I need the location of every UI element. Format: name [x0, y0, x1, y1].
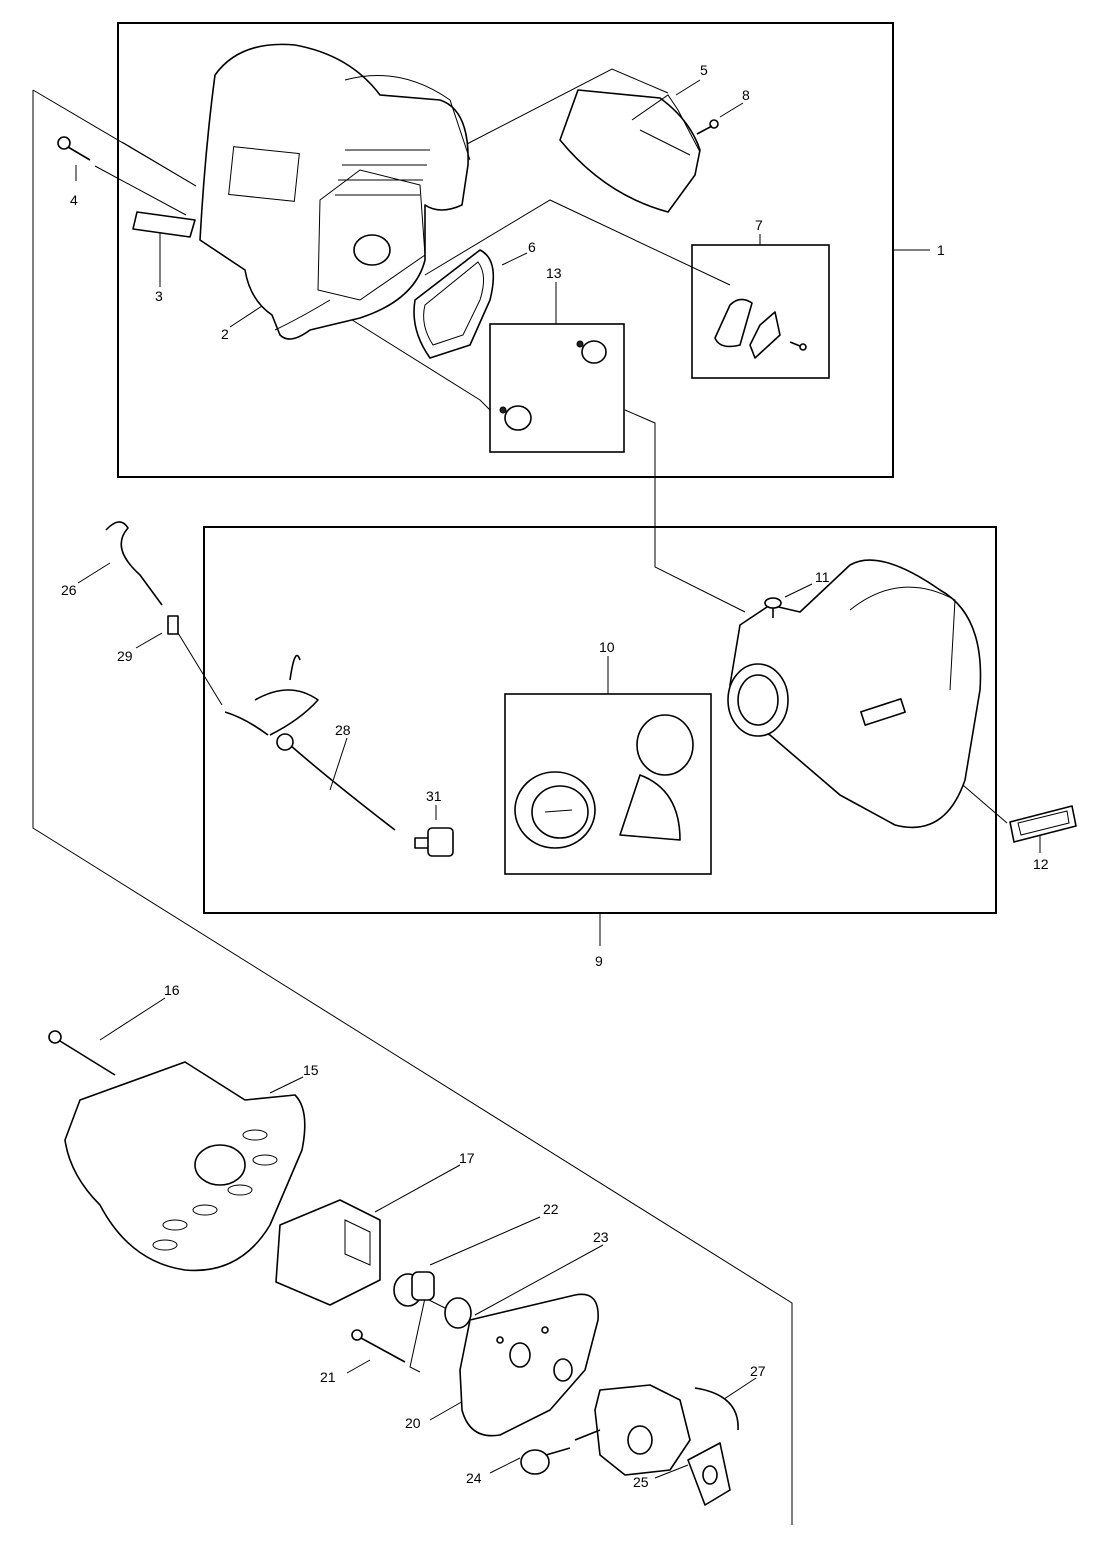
- callout-23: 23: [593, 1229, 609, 1245]
- gasket-part-6: [413, 249, 495, 359]
- callout-5: 5: [700, 62, 708, 78]
- callout-4: 4: [70, 192, 78, 208]
- top-cover-part: [199, 43, 471, 340]
- fuel-hose-part-26: [105, 521, 163, 606]
- label-part-12: [1009, 805, 1077, 843]
- screw-part-21: [351, 1329, 406, 1363]
- fuel-line-part-28: [224, 654, 396, 831]
- callout-17: 17: [459, 1150, 475, 1166]
- gasket-part-25: [687, 1442, 731, 1506]
- callout-29: 29: [117, 648, 133, 664]
- callout-16: 16: [164, 982, 180, 998]
- label-plate-part: [132, 211, 196, 238]
- callout-25: 25: [633, 1474, 649, 1490]
- callout-28: 28: [335, 722, 351, 738]
- callout-6: 6: [528, 239, 536, 255]
- callout-3: 3: [155, 288, 163, 304]
- callout-26: 26: [61, 582, 77, 598]
- callout-9: 9: [595, 953, 603, 969]
- fuel-cap-parts-10: [514, 714, 694, 849]
- callout-labels: 1 2 3 4 5 6 7 8 9 10 11 12 13 15 16 17 2…: [61, 62, 1049, 1490]
- o-ring-part-23: [444, 1297, 472, 1329]
- screw-part-4: [57, 136, 91, 161]
- air-filter-part-17: [275, 1199, 381, 1306]
- subassembly-box-7: [691, 244, 830, 379]
- leader-lines: [75, 79, 1041, 1479]
- callout-8: 8: [742, 87, 750, 103]
- bolt-part-16: [48, 1030, 116, 1076]
- bracket-parts-7: [714, 298, 807, 359]
- callout-1: 1: [937, 242, 945, 258]
- callout-11: 11: [815, 569, 830, 585]
- callout-22: 22: [543, 1201, 559, 1217]
- connector-part-29: [167, 615, 179, 635]
- callout-20: 20: [405, 1415, 421, 1431]
- callout-31: 31: [426, 788, 442, 804]
- callout-24: 24: [466, 1470, 482, 1486]
- assembly-guide-lines: [32, 68, 1008, 1525]
- air-cleaner-housing-part: [727, 559, 982, 829]
- fitting-part-22: [393, 1271, 435, 1307]
- callout-10: 10: [599, 639, 615, 655]
- screw-part-11: [764, 597, 782, 618]
- callout-27: 27: [750, 1363, 766, 1379]
- fuel-filter-part-31: [414, 827, 454, 857]
- carburetor-part: [574, 1384, 691, 1476]
- knob-part-24: [520, 1447, 571, 1475]
- base-plate-part-20: [459, 1293, 599, 1437]
- callout-21: 21: [320, 1369, 336, 1385]
- screw-part-8: [696, 119, 719, 135]
- callout-12: 12: [1033, 856, 1049, 872]
- shield-part-5: [559, 89, 701, 213]
- hose-part-27: [694, 1387, 739, 1431]
- callout-7: 7: [755, 217, 763, 233]
- callout-2: 2: [221, 326, 229, 342]
- callout-13: 13: [546, 265, 562, 281]
- air-cleaner-cover-part-15: [64, 1061, 306, 1272]
- subassembly-box-13: [489, 323, 625, 453]
- callout-15: 15: [303, 1062, 319, 1078]
- mount-rubber-parts-13: [499, 340, 607, 431]
